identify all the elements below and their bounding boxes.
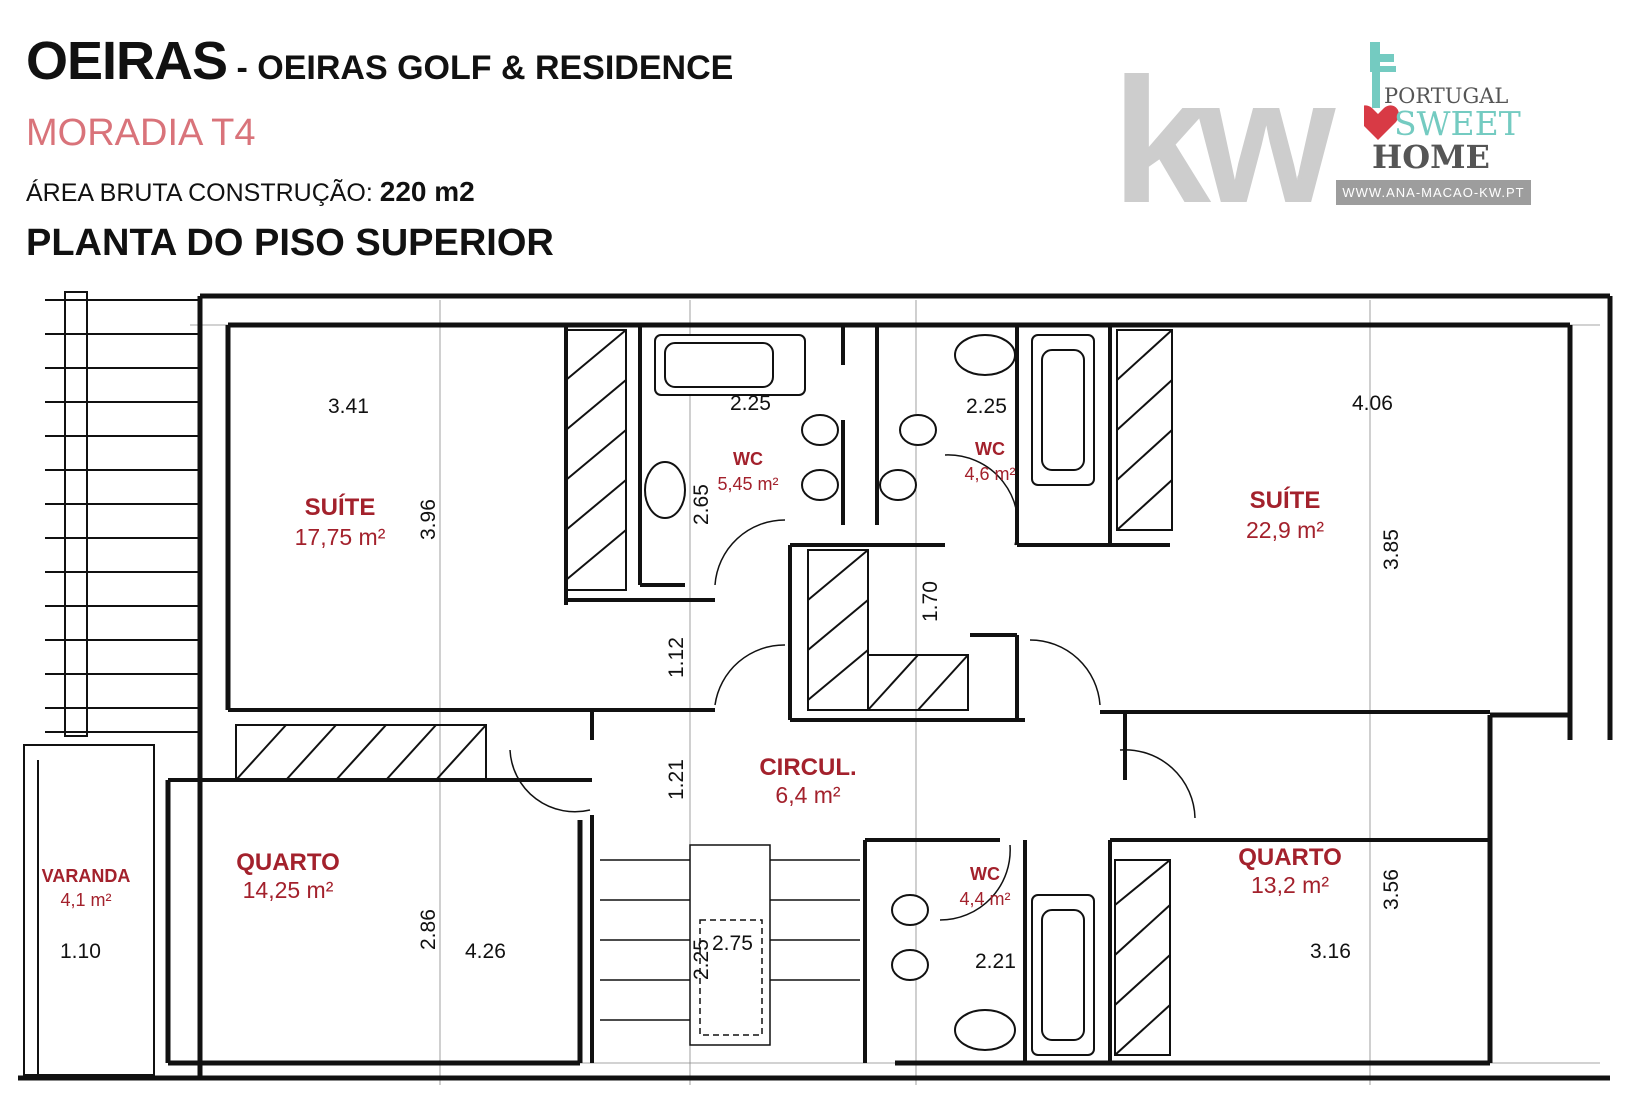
- gross-area: ÁREA BRUTA CONSTRUÇÃO: 220 m2: [26, 176, 475, 208]
- wc-left-name: WC: [733, 449, 763, 469]
- dim-356: 3.56: [1380, 869, 1403, 910]
- key-heart-icon: [1364, 42, 1399, 140]
- quarto-right-area: 13,2 m²: [1251, 872, 1329, 898]
- door-swings: [509, 454, 1196, 921]
- dim-221: 2.21: [975, 950, 1016, 973]
- plan-title: PLANTA DO PISO SUPERIOR: [26, 222, 554, 264]
- suite-right-area: 22,9 m²: [1246, 517, 1324, 543]
- dim-265: 2.65: [690, 484, 713, 525]
- dim-225c: 2.25: [690, 939, 713, 980]
- varanda-outline: [23, 744, 155, 1076]
- property-type: MORADIA T4: [26, 112, 256, 154]
- dim-341: 3.41: [328, 395, 369, 418]
- page-title: OEIRAS - OEIRAS GOLF & RESIDENCE: [26, 30, 733, 92]
- wc-mid-area: 4,6 m²: [964, 464, 1015, 484]
- dimension-labels: 3.41 3.96 2.25 2.65 2.25 4.06 3.85 1.70 …: [60, 392, 1403, 980]
- varanda-name: VARANDA: [42, 866, 131, 886]
- dim-396: 3.96: [417, 499, 440, 540]
- wardrobes: [235, 329, 1173, 1056]
- wc-mid-name: WC: [975, 439, 1005, 459]
- dim-225b: 2.25: [966, 395, 1007, 418]
- kw-registered-mark: ®: [1297, 173, 1306, 185]
- dim-110: 1.10: [60, 940, 101, 963]
- pergola: [45, 291, 200, 737]
- gross-area-label: ÁREA BRUTA CONSTRUÇÃO:: [26, 179, 373, 207]
- quarto-right-name: QUARTO: [1238, 844, 1342, 871]
- room-labels: SUÍTE 17,75 m² WC 5,45 m² WC 4,6 m² SUÍT…: [42, 439, 1342, 910]
- dim-275: 2.75: [712, 932, 753, 955]
- dim-385: 3.85: [1380, 529, 1403, 570]
- dim-225a: 2.25: [730, 392, 771, 415]
- wc-lower-area: 4,4 m²: [959, 889, 1010, 909]
- kw-logo: kw: [1112, 41, 1335, 240]
- wc-left-area: 5,45 m²: [717, 474, 778, 494]
- sanitary-fixtures: [644, 334, 1095, 1056]
- dim-286: 2.86: [417, 909, 440, 950]
- circulation-area: 6,4 m²: [775, 782, 841, 808]
- website-link[interactable]: WWW.ANA-MACAO-KW.PT: [1336, 180, 1531, 205]
- development-name: - OEIRAS GOLF & RESIDENCE: [227, 49, 734, 87]
- brand-line-1: PORTUGAL: [1384, 84, 1509, 108]
- brand-line-3: HOME: [1372, 138, 1490, 176]
- suite-left-area: 17,75 m²: [295, 524, 386, 550]
- quarto-left-name: QUARTO: [236, 849, 340, 876]
- brand-line-2: SWEET: [1394, 104, 1521, 143]
- dim-316: 3.16: [1310, 940, 1351, 963]
- interior-walls: [168, 325, 1490, 1063]
- circulation-name: CIRCUL.: [759, 754, 856, 781]
- portugal-sweet-home-logo: PORTUGAL SWEET HOME WWW.ANA-MACAO-KW.PT: [1336, 40, 1531, 210]
- staircase: [600, 844, 860, 1046]
- suite-right-name: SUÍTE: [1250, 486, 1321, 514]
- outer-walls: [18, 293, 1613, 1081]
- city-name: OEIRAS: [26, 31, 228, 91]
- dim-170: 1.70: [919, 581, 942, 622]
- dim-426: 4.26: [465, 940, 506, 963]
- varanda-area: 4,1 m²: [60, 890, 111, 910]
- gross-area-value: 220 m2: [379, 176, 475, 207]
- quarto-left-area: 14,25 m²: [243, 877, 334, 903]
- dim-112: 1.12: [665, 637, 688, 678]
- dim-406: 4.06: [1352, 392, 1393, 415]
- wc-lower-name: WC: [970, 864, 1000, 884]
- dim-121: 1.21: [665, 759, 688, 800]
- suite-left-name: SUÍTE: [305, 493, 376, 521]
